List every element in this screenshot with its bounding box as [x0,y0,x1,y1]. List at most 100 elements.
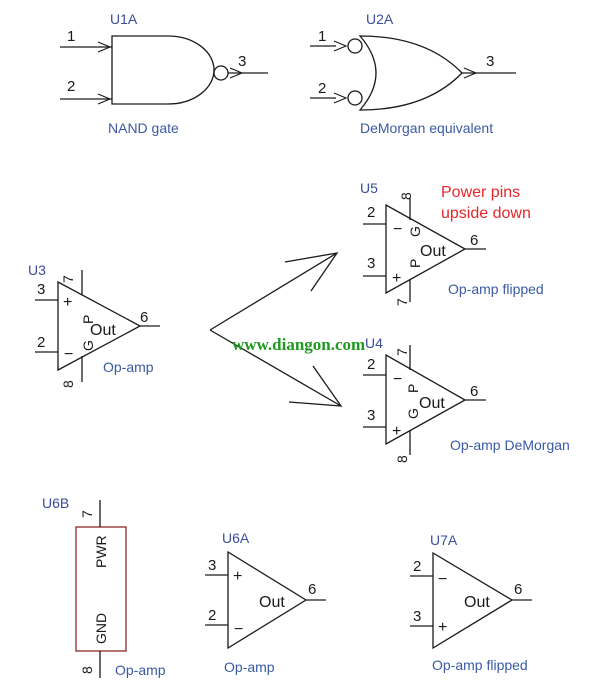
u3-minus-sign: − [64,346,73,363]
demorgan-input-2-bubble [347,90,363,106]
u4-ref: U4 [365,335,383,351]
demorgan-pin-2: 2 [318,80,326,97]
u7a-pin-minus: 2 [413,558,421,575]
demorgan-input-2-arrow [333,92,348,104]
u3-pin-plus: 3 [37,281,45,298]
watermark: www.diangon.com [232,335,365,354]
u5-pin-bottom: 7 [394,298,410,306]
u5-g-label: G [407,226,423,237]
nand-pin-1: 1 [67,28,75,45]
u6b-gnd-label: GND [93,613,109,644]
u4-pin-minus: 2 [367,356,375,373]
arrow-down-shaft [209,329,342,407]
u7a-pin-out: 6 [514,581,522,598]
u3-pin-minus: 2 [37,334,45,351]
u5-pin-top: 8 [398,192,414,200]
power-pins-note-line-1: Power pins [441,184,520,201]
nand-pin-2: 2 [67,78,75,95]
u6b-body [75,526,127,652]
u6b-ref: U6B [42,495,69,511]
nand-pin-3: 3 [238,53,246,70]
nand-ref: U1A [110,11,138,27]
u3-pin-out: 6 [140,309,148,326]
u5-pin-plus: 3 [367,255,375,272]
u3-plus-sign: + [63,294,72,311]
u4-pin-out: 6 [470,383,478,400]
u6a-ref: U6A [222,530,250,546]
u6b-pin-top: 7 [79,510,95,518]
demorgan-input-1-bubble [347,38,363,54]
u6a-triangle [227,550,308,650]
demorgan-pin-1: 1 [318,28,326,45]
u7a-triangle [432,551,514,650]
u6a-pin-plus: 3 [208,557,216,574]
u5-ref: U5 [360,180,378,196]
demorgan-input-1-arrow [333,40,348,52]
u7a-ref: U7A [430,532,458,548]
nand-input-2-arrow [97,93,112,105]
nand-input-1-arrow [97,41,112,53]
nand-gate-symbol: U1A 1 2 3 NAND gate [60,11,268,136]
u5-p-label: P [407,259,423,268]
opamp-u6a: U6A 3 2 + − Out 6 Op-amp [205,530,326,675]
arrow-up-shaft [209,252,338,331]
u4-plus-sign: + [392,423,401,440]
or-body [358,35,463,111]
u7a-pin-plus: 3 [413,608,421,625]
u4-p-label: P [405,384,421,393]
u4-out-label: Out [419,395,445,412]
u5-plus-sign: + [392,270,401,287]
u7a-out-label: Out [464,594,490,611]
demorgan-gate-symbol: U2A 1 2 3 DeMorgan equivalent [310,11,516,136]
u4-pin-top: 7 [394,348,410,356]
u3-g-label: G [80,340,96,351]
u6a-out-label: Out [259,594,285,611]
nand-output-arrow [229,67,244,79]
u3-ref: U3 [28,262,46,278]
u3-p-label: P [80,315,96,324]
u6a-minus-sign: − [234,621,243,638]
nand-inversion-bubble [213,65,229,81]
arrow-down-head [288,365,343,407]
u7a-caption: Op-amp flipped [432,657,528,673]
opamp-u5: U5 2 3 − + Out 6 8 7 G P Op-amp flipped … [360,180,544,306]
u6a-pin-out: 6 [308,581,316,598]
u6b-pwr-label: PWR [93,535,109,568]
u7a-minus-sign: − [438,571,447,588]
u4-pin-bottom: 8 [394,455,410,463]
u5-out-label: Out [420,243,446,260]
u3-pin-bottom: 8 [60,380,76,388]
demorgan-output-arrow [463,67,478,79]
nand-caption: NAND gate [108,120,179,136]
u4-pin-plus: 3 [367,407,375,424]
u3-caption: Op-amp [103,359,154,375]
nand-body [111,35,215,105]
demorgan-pin-3: 3 [486,53,494,70]
u6b-caption: Op-amp [115,662,166,678]
opamp-u7a: U7A 2 3 − + Out 6 Op-amp flipped [410,532,532,673]
u3-pin-top: 7 [60,275,76,283]
demorgan-ref: U2A [366,11,394,27]
u5-caption: Op-amp flipped [448,281,544,297]
power-pins-note-line-2: upside down [441,205,531,222]
u6a-plus-sign: + [233,568,242,585]
arrow-up-head [284,252,339,292]
u7a-plus-sign: + [438,619,447,636]
transform-arrows [209,252,343,407]
u6b-pin-bottom: 8 [79,666,95,674]
opamp-u4: U4 2 3 − + Out 6 7 8 P G Op-amp DeMorgan [363,335,570,463]
demorgan-caption: DeMorgan equivalent [360,120,493,136]
u5-triangle [385,203,467,295]
u4-caption: Op-amp DeMorgan [450,437,570,453]
u5-pin-out: 6 [470,232,478,249]
u3-out-label: Out [90,322,116,339]
u5-pin-minus: 2 [367,204,375,221]
u4-minus-sign: − [393,371,402,388]
u5-minus-sign: − [393,221,402,238]
u3-triangle [57,280,142,372]
opamp-u3: U3 3 2 + − Out 6 7 8 P G Op-amp [28,262,160,388]
u4-triangle [385,353,467,446]
u6a-caption: Op-amp [224,659,275,675]
u4-g-label: G [405,408,421,419]
